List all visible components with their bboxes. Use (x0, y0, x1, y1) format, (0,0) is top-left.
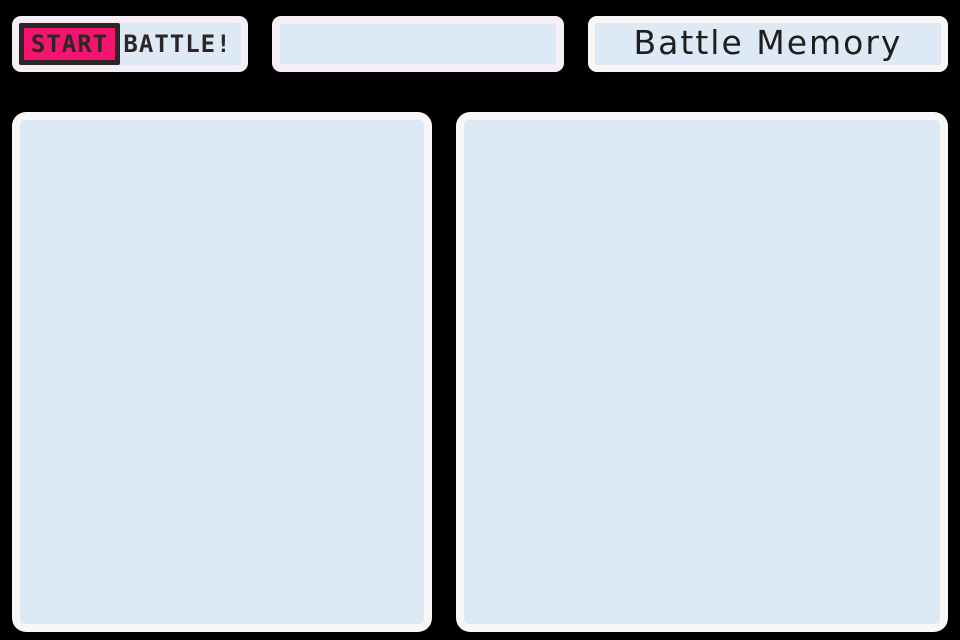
empty-slot-body (280, 24, 556, 64)
battle-memory-title-body: Battle Memory (595, 23, 941, 65)
battle-label-area: BATTLE! (120, 23, 241, 65)
start-badge-label: START (30, 30, 109, 58)
right-panel-content (464, 120, 940, 624)
empty-slot-box[interactable] (272, 16, 564, 72)
left-panel (12, 112, 432, 632)
left-panel-content (20, 120, 424, 624)
battle-memory-title-box: Battle Memory (588, 16, 948, 72)
start-battle-button-body: START BATTLE! (19, 23, 241, 65)
start-battle-button[interactable]: START BATTLE! (12, 16, 248, 72)
battle-memory-title: Battle Memory (633, 22, 903, 62)
right-panel (456, 112, 948, 632)
start-badge: START (19, 23, 120, 65)
battle-label: BATTLE! (123, 30, 232, 58)
